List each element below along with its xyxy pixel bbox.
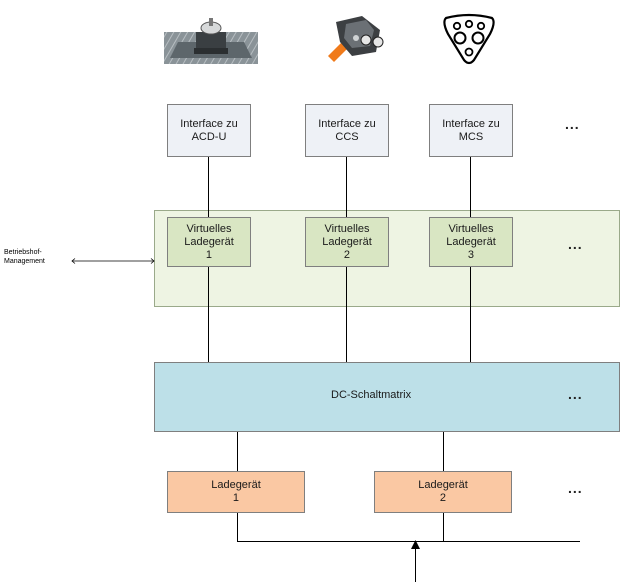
- virtual-charger-1: Virtuelles Ladegerät 1: [167, 217, 251, 267]
- pantograph-dome-icon: [164, 18, 258, 64]
- interface-ccs: Interface zu CCS: [305, 104, 389, 157]
- interface-acd-u: Interface zu ACD-U: [167, 104, 251, 157]
- power-bus-line: [237, 541, 580, 542]
- mcs-connector-icon: [443, 13, 495, 65]
- double-arrow-icon: [71, 258, 155, 264]
- virtual-charger-3: Virtuelles Ladegerät 3: [429, 217, 513, 267]
- dc-matrix-label: DC-Schaltmatrix: [331, 389, 412, 401]
- dc-matrix-more: ...: [568, 386, 583, 402]
- charger-1: Ladegerät 1: [167, 471, 305, 513]
- dc-switch-matrix: [154, 362, 620, 432]
- arrow-up-icon: [411, 540, 420, 549]
- charger-2: Ladegerät 2: [374, 471, 512, 513]
- ccs-plug-icon: [328, 16, 384, 62]
- virtual-chargers-more: ...: [568, 236, 583, 252]
- interfaces-more: ...: [565, 116, 580, 132]
- depot-management-label: Betriebshof- Management: [4, 249, 45, 265]
- chargers-more: ...: [568, 480, 583, 496]
- interface-mcs: Interface zu MCS: [429, 104, 513, 157]
- grid-input-line: [415, 546, 416, 582]
- virtual-charger-2: Virtuelles Ladegerät 2: [305, 217, 389, 267]
